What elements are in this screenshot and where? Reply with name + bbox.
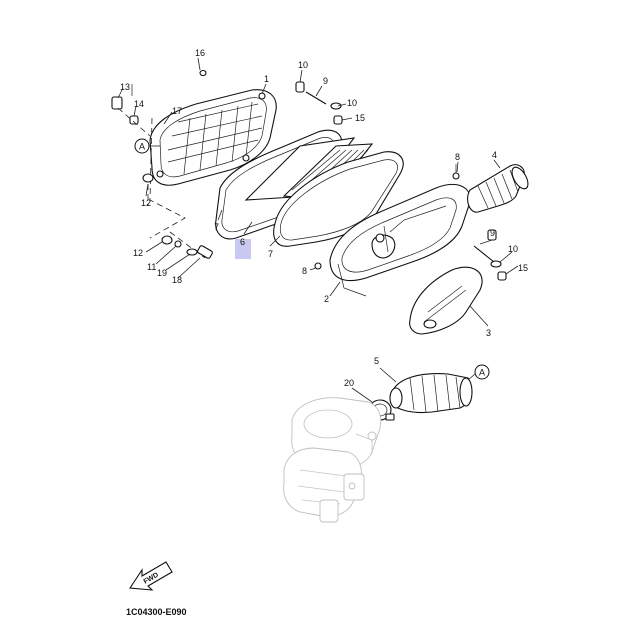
callout-20: 20 — [344, 378, 354, 388]
callout-15b: 15 — [518, 263, 528, 273]
callout-17: 17 — [172, 106, 182, 116]
callout-11: 11 — [147, 262, 156, 272]
gasket-ring-right — [273, 151, 404, 247]
callout-8b: 8 — [302, 266, 307, 276]
callout-3: 3 — [486, 328, 491, 338]
intake-joint-upper — [467, 164, 529, 213]
hose-clamps-lower — [473, 229, 507, 281]
callout-6: 6 — [240, 237, 245, 247]
breather-hose — [128, 25, 207, 83]
fwd-arrow: FWD — [129, 561, 173, 591]
air-cleaner-cover — [149, 89, 277, 186]
callout-7b: 7 — [268, 249, 273, 259]
hose-clamps-upper — [295, 81, 343, 125]
callout-10b: 10 — [347, 98, 357, 108]
callout-15a: 15 — [355, 113, 365, 123]
svg-text:A: A — [139, 142, 145, 152]
duct-cover — [409, 266, 483, 335]
callout-13: 13 — [120, 82, 130, 92]
figure-code: 1C04300-E090 — [126, 607, 187, 617]
callout-10c: 10 — [508, 244, 518, 254]
callout-19: 19 — [157, 268, 167, 278]
callout-5: 5 — [374, 356, 379, 366]
callout-2: 2 — [324, 294, 329, 304]
callout-12b: 12 — [133, 248, 143, 258]
ref-mark-a-right: A — [467, 364, 490, 381]
callout-9b: 9 — [490, 228, 495, 238]
callout-7a: 7 — [214, 222, 219, 232]
screws — [314, 164, 460, 270]
callout-16: 16 — [195, 48, 205, 58]
callout-8a: 8 — [455, 152, 460, 162]
callout-18: 18 — [172, 275, 182, 285]
small-hardware-left — [142, 173, 213, 259]
callout-10a: 10 — [298, 60, 308, 70]
ref-mark-a-left: A — [134, 138, 160, 154]
callout-4: 4 — [492, 150, 497, 160]
callout-1: 1 — [264, 74, 269, 84]
callout-12a: 12 — [141, 198, 151, 208]
leader-lines — [117, 57, 519, 403]
intake-joint — [389, 373, 473, 414]
callout-14: 14 — [134, 99, 144, 109]
callout-9a: 9 — [323, 76, 328, 86]
carburetor-ghost — [283, 397, 382, 523]
callout-6-highlight — [235, 239, 251, 259]
drain-plug — [111, 84, 139, 125]
callout-labels: 16 1 13 14 17 10 9 10 15 8 4 12 7 6 7 7 … — [120, 48, 528, 388]
svg-text:A: A — [479, 368, 485, 378]
